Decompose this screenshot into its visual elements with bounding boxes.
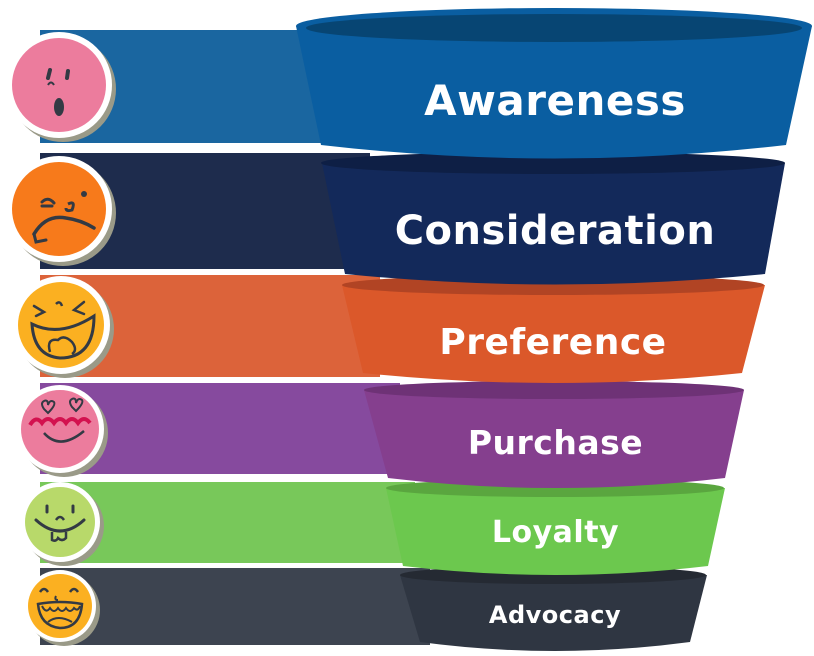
grinning-face-icon [28,574,92,638]
face-advocacy [24,570,96,642]
stage-label-awareness: Awareness [424,76,686,125]
laughing-face-icon [18,282,104,368]
goofy-face-icon [25,487,95,557]
stage-bar-advocacy [40,568,430,645]
face-consideration [6,156,112,262]
face-loyalty [20,482,100,562]
heart-eyes-face-icon [21,390,99,468]
face-preference [12,276,110,374]
stage-label-loyalty: Loyalty [491,515,620,550]
stage-bar-loyalty [40,482,415,563]
skeptical-face-icon [12,162,106,256]
surprised-face-icon [12,38,106,132]
stage-label-consideration: Consideration [394,208,716,254]
face-purchase [16,385,104,473]
stage-label-purchase: Purchase [467,423,644,462]
face-awareness [6,32,112,138]
funnel-segment-consideration [321,152,785,285]
funnel-segment-awareness [296,8,812,159]
stage-label-advocacy: Advocacy [488,601,622,629]
stage-label-preference: Preference [439,322,667,363]
funnel-segment-purchase [364,381,744,488]
